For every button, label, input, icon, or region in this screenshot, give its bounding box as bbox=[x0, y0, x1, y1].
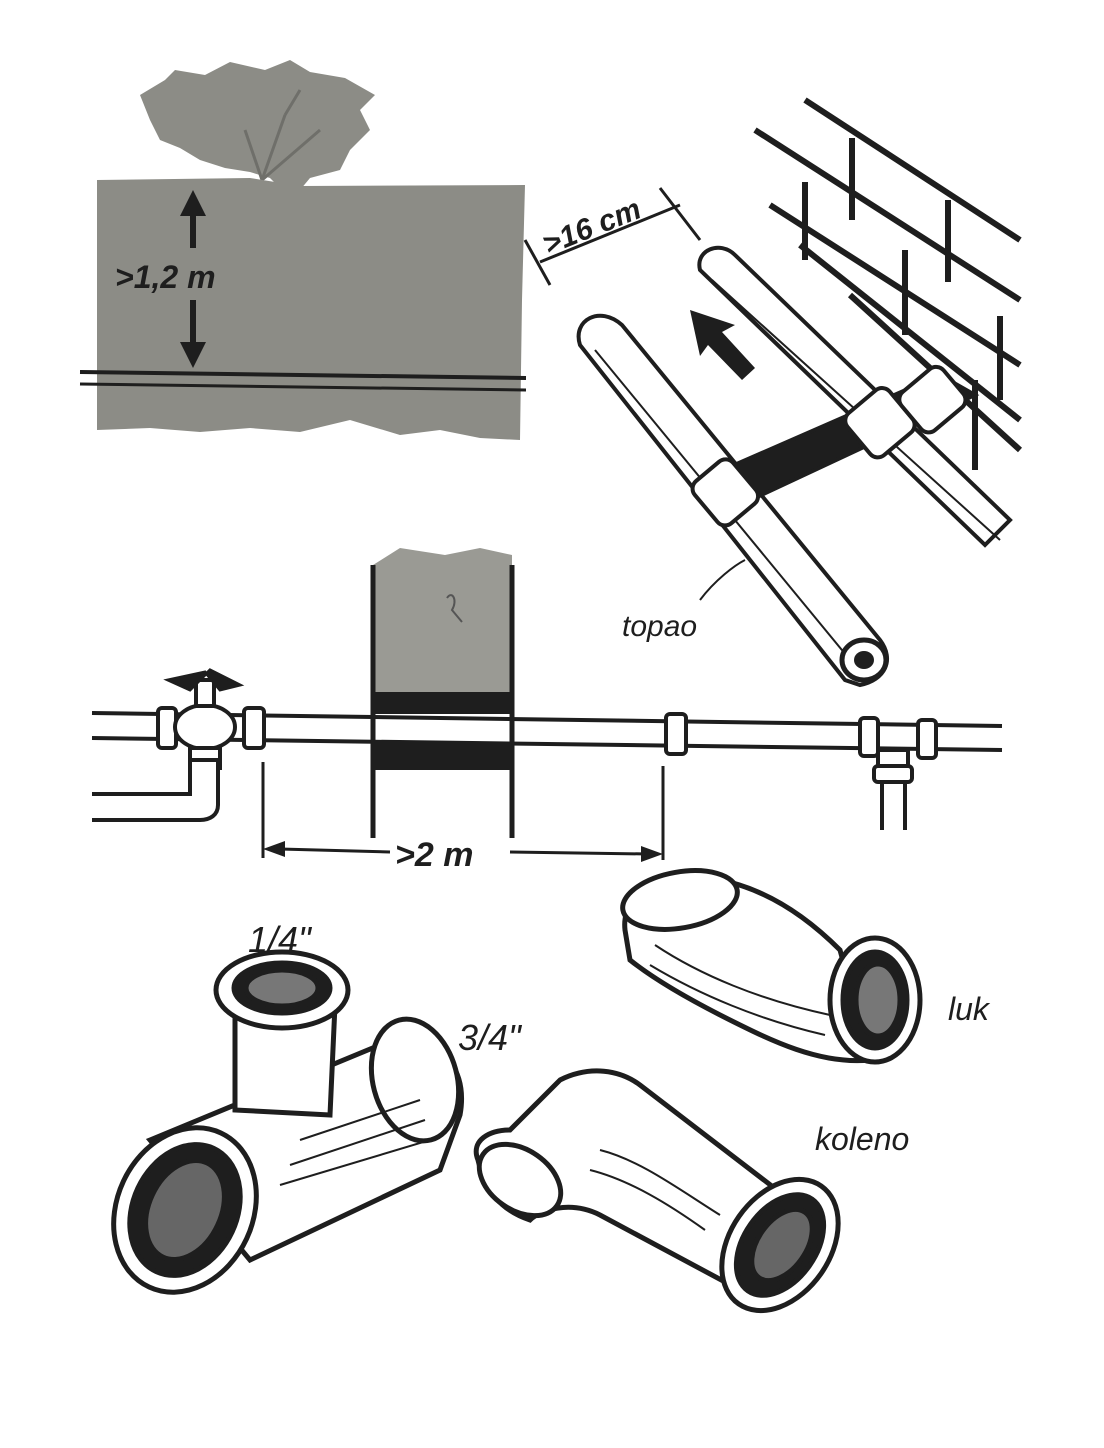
coupling-middle bbox=[664, 712, 688, 756]
bend-label: luk bbox=[948, 991, 991, 1027]
valve-icon bbox=[163, 668, 245, 770]
insulation-label: topao bbox=[622, 610, 697, 643]
brick-wall bbox=[753, 97, 1023, 470]
wall-pipes-panel: >16 cm topao bbox=[523, 97, 1023, 688]
wall-gap-label: >16 cm bbox=[538, 192, 645, 261]
depth-arrow bbox=[180, 190, 206, 368]
elbow-label: koleno bbox=[815, 1121, 909, 1157]
tee-branch bbox=[858, 716, 938, 830]
coupling-left bbox=[242, 706, 266, 750]
buried-pipe bbox=[79, 370, 527, 380]
tee-small-size-label: 1/4" bbox=[248, 919, 313, 960]
tree-icon bbox=[140, 60, 375, 190]
wall-gap-dimension bbox=[523, 187, 702, 286]
pipe-clamp bbox=[690, 364, 980, 528]
depth-label: >1,2 m bbox=[115, 259, 216, 295]
up-arrow-icon bbox=[690, 310, 755, 380]
spacing-dimension bbox=[261, 762, 665, 862]
elbow-fitting bbox=[473, 1068, 841, 1314]
soil-block bbox=[97, 178, 525, 440]
bend-fitting bbox=[620, 868, 923, 1065]
buried-pipe-panel: >1,2 m bbox=[79, 60, 527, 440]
fittings-panel: 1/4" 3/4" luk koleno bbox=[111, 868, 991, 1314]
wall-block bbox=[373, 548, 512, 692]
tee-large-size-label: 3/4" bbox=[458, 1017, 523, 1058]
tee-fitting bbox=[111, 949, 464, 1295]
spacing-label: >2 m bbox=[395, 836, 473, 874]
supply-line-panel: >2 m bbox=[91, 548, 1003, 874]
